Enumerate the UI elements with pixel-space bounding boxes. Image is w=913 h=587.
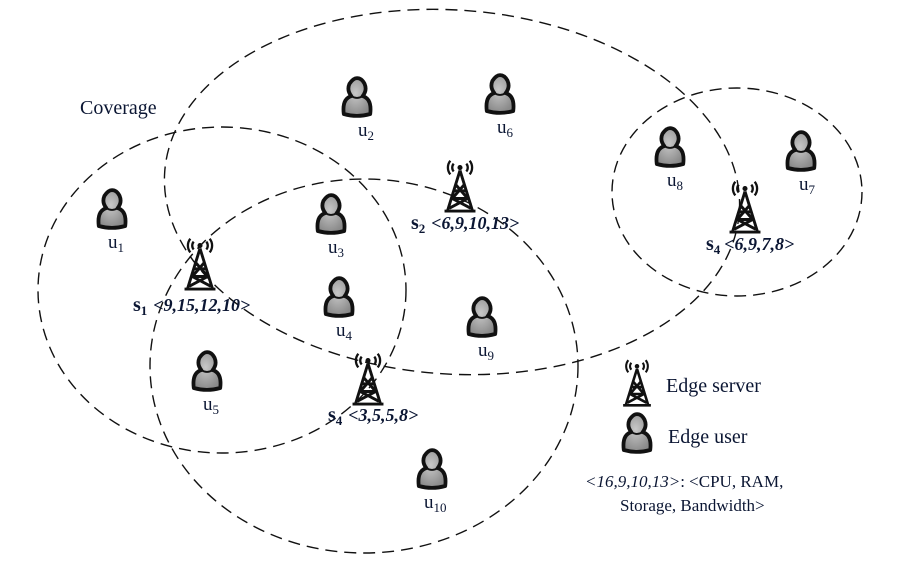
svg-text:u4: u4 [336, 320, 353, 343]
edge-server-s2: s2<6,9,10,13> [411, 159, 519, 236]
tower-icon [443, 159, 477, 213]
edge-user-u5: u5 [191, 350, 223, 417]
edge-server-s4-right: s4<6,9,7,8> [706, 180, 794, 257]
svg-text:u2: u2 [358, 120, 374, 143]
legend-server-label: Edge server [666, 375, 761, 397]
user-icon [315, 193, 347, 235]
coverage-area-s4-right [611, 87, 863, 297]
edge-user-u6: u6 [484, 73, 516, 140]
edge-user-u3: u3 [315, 193, 347, 260]
user-icon [654, 126, 686, 168]
coverage-area-s1 [37, 126, 407, 454]
user-icon [96, 188, 128, 230]
legend-user-label: Edge user [668, 426, 748, 448]
user-icon [484, 73, 516, 115]
svg-text:u1: u1 [108, 232, 124, 255]
edge-server-s4-bottom: s4<3,5,5,8> [328, 352, 418, 428]
user-icon [191, 350, 223, 392]
edge-user-u9: u9 [466, 296, 498, 363]
svg-text:u5: u5 [203, 394, 219, 417]
user-icon [785, 130, 817, 172]
svg-text:u3: u3 [328, 237, 344, 260]
svg-text:u9: u9 [478, 340, 494, 363]
edge-user-u2: u2 [341, 76, 374, 143]
svg-text:s4<3,5,5,8>: s4<3,5,5,8> [328, 404, 418, 428]
edge-server-s1: s1<9,15,12,10> [133, 237, 250, 318]
edge-user-u7: u7 [785, 130, 817, 197]
edge-user-u8: u8 [654, 126, 686, 193]
tower-icon [728, 180, 762, 234]
svg-text:u10: u10 [424, 492, 447, 515]
legend-tower-icon [621, 358, 653, 407]
legend-resource-format-line2: Storage, Bandwidth> [620, 496, 765, 515]
coverage-area-s4-bottom [149, 178, 579, 554]
coverage-label: Coverage [80, 97, 157, 119]
legend-resource-format: <16,9,10,13>: <CPU, RAM, [585, 472, 783, 491]
edge-user-u1: u1 [96, 188, 128, 255]
svg-text:u7: u7 [799, 174, 816, 197]
user-icon [466, 296, 498, 338]
tower-icon [351, 352, 385, 406]
svg-text:s2<6,9,10,13>: s2<6,9,10,13> [411, 212, 519, 236]
legend: Edge server Edge user <16,9,10,13>: <CPU… [585, 358, 783, 515]
edge-user-u4: u4 [323, 276, 355, 343]
user-icon [341, 76, 373, 118]
user-icon [323, 276, 355, 318]
legend-user-icon [621, 412, 653, 454]
svg-text:u8: u8 [667, 170, 683, 193]
svg-text:s4<6,9,7,8>: s4<6,9,7,8> [706, 233, 794, 257]
svg-text:s1<9,15,12,10>: s1<9,15,12,10> [133, 294, 250, 318]
user-icon [416, 448, 448, 490]
svg-text:u6: u6 [497, 117, 514, 140]
edge-user-u10: u10 [416, 448, 448, 515]
tower-icon [183, 237, 217, 291]
